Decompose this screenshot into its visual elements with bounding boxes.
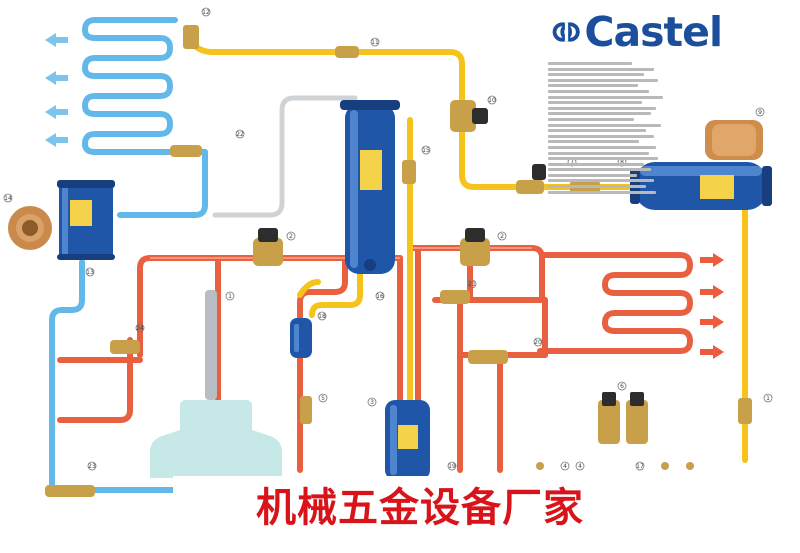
svg-text:10: 10 — [488, 97, 496, 104]
svg-text:4: 4 — [578, 463, 582, 470]
svg-text:21: 21 — [468, 281, 476, 288]
svg-text:19: 19 — [448, 463, 456, 470]
parts-legend — [548, 62, 668, 196]
svg-text:16: 16 — [376, 293, 384, 300]
grey-line — [212, 95, 358, 218]
svg-text:8: 8 — [620, 159, 624, 166]
svg-text:4: 4 — [563, 463, 567, 470]
svg-text:11: 11 — [371, 39, 379, 46]
svg-text:2: 2 — [289, 233, 293, 240]
castel-logo-mark-icon — [552, 22, 580, 42]
svg-text:15: 15 — [422, 147, 430, 154]
liquid-receiver — [340, 100, 400, 274]
solenoid-coils — [258, 108, 644, 406]
brand-name: Castel — [584, 8, 723, 56]
callout-9: 9 — [755, 107, 765, 117]
banner-title: 机械五金设备厂家 — [256, 485, 584, 531]
svg-text:22: 22 — [236, 131, 244, 138]
callout-12: 12 — [201, 7, 211, 17]
callout-5: 5 — [318, 393, 328, 403]
callout-4: 4 — [560, 461, 570, 471]
svg-text:2: 2 — [500, 233, 504, 240]
svg-text:20: 20 — [534, 339, 542, 346]
callout-3: 3 — [367, 397, 377, 407]
callout-11: 11 — [370, 37, 380, 47]
callout-20: 20 — [533, 337, 543, 347]
cold-lines — [49, 17, 208, 493]
suction-filter-shell — [57, 180, 115, 260]
svg-text:3: 3 — [370, 399, 374, 406]
compressor — [150, 400, 282, 478]
callout-15: 15 — [421, 145, 431, 155]
hot-lines — [57, 245, 693, 473]
svg-text:1: 1 — [228, 293, 232, 300]
svg-text:7: 7 — [570, 159, 574, 166]
callout-1: 1 — [225, 291, 235, 301]
svg-text:18: 18 — [318, 313, 326, 320]
brass-fittings — [45, 25, 752, 497]
svg-text:24: 24 — [136, 325, 144, 332]
callout-16: 16 — [375, 291, 385, 301]
callout-4b: 4 — [575, 461, 585, 471]
filter-drier-small — [290, 318, 312, 358]
castel-logo: Castel — [552, 6, 723, 58]
svg-text:5: 5 — [321, 395, 325, 402]
callout-1b: 1 — [763, 393, 773, 403]
svg-text:6: 6 — [620, 383, 624, 390]
svg-text:13: 13 — [86, 269, 94, 276]
callout-13: 13 — [85, 267, 95, 277]
svg-text:14: 14 — [4, 195, 12, 202]
svg-text:17: 17 — [636, 463, 644, 470]
callout-21: 21 — [467, 279, 477, 289]
callout-2b: 2 — [497, 231, 507, 241]
callout-19: 19 — [447, 461, 457, 471]
callout-18: 18 — [317, 311, 327, 321]
filter-core-left — [8, 206, 52, 250]
oil-separator — [385, 400, 430, 480]
banner-background — [173, 476, 800, 549]
cold-flow-arrows — [45, 33, 68, 147]
callout-24: 24 — [135, 323, 145, 333]
svg-text:1: 1 — [766, 395, 770, 402]
part-number-callouts: 12 11 10 9 22 14 13 15 7 8 2 2 16 1 18 2… — [3, 7, 773, 471]
callout-6: 6 — [617, 381, 627, 391]
callout-10: 10 — [487, 95, 497, 105]
filter-core-right — [705, 120, 763, 160]
svg-text:12: 12 — [202, 9, 210, 16]
callout-17: 17 — [635, 461, 645, 471]
svg-text:9: 9 — [758, 109, 762, 116]
callout-22: 22 — [235, 129, 245, 139]
callout-23: 23 — [87, 461, 97, 471]
hot-flow-arrows — [700, 253, 724, 359]
callout-2: 2 — [286, 231, 296, 241]
callout-14: 14 — [3, 193, 13, 203]
svg-text:23: 23 — [88, 463, 96, 470]
